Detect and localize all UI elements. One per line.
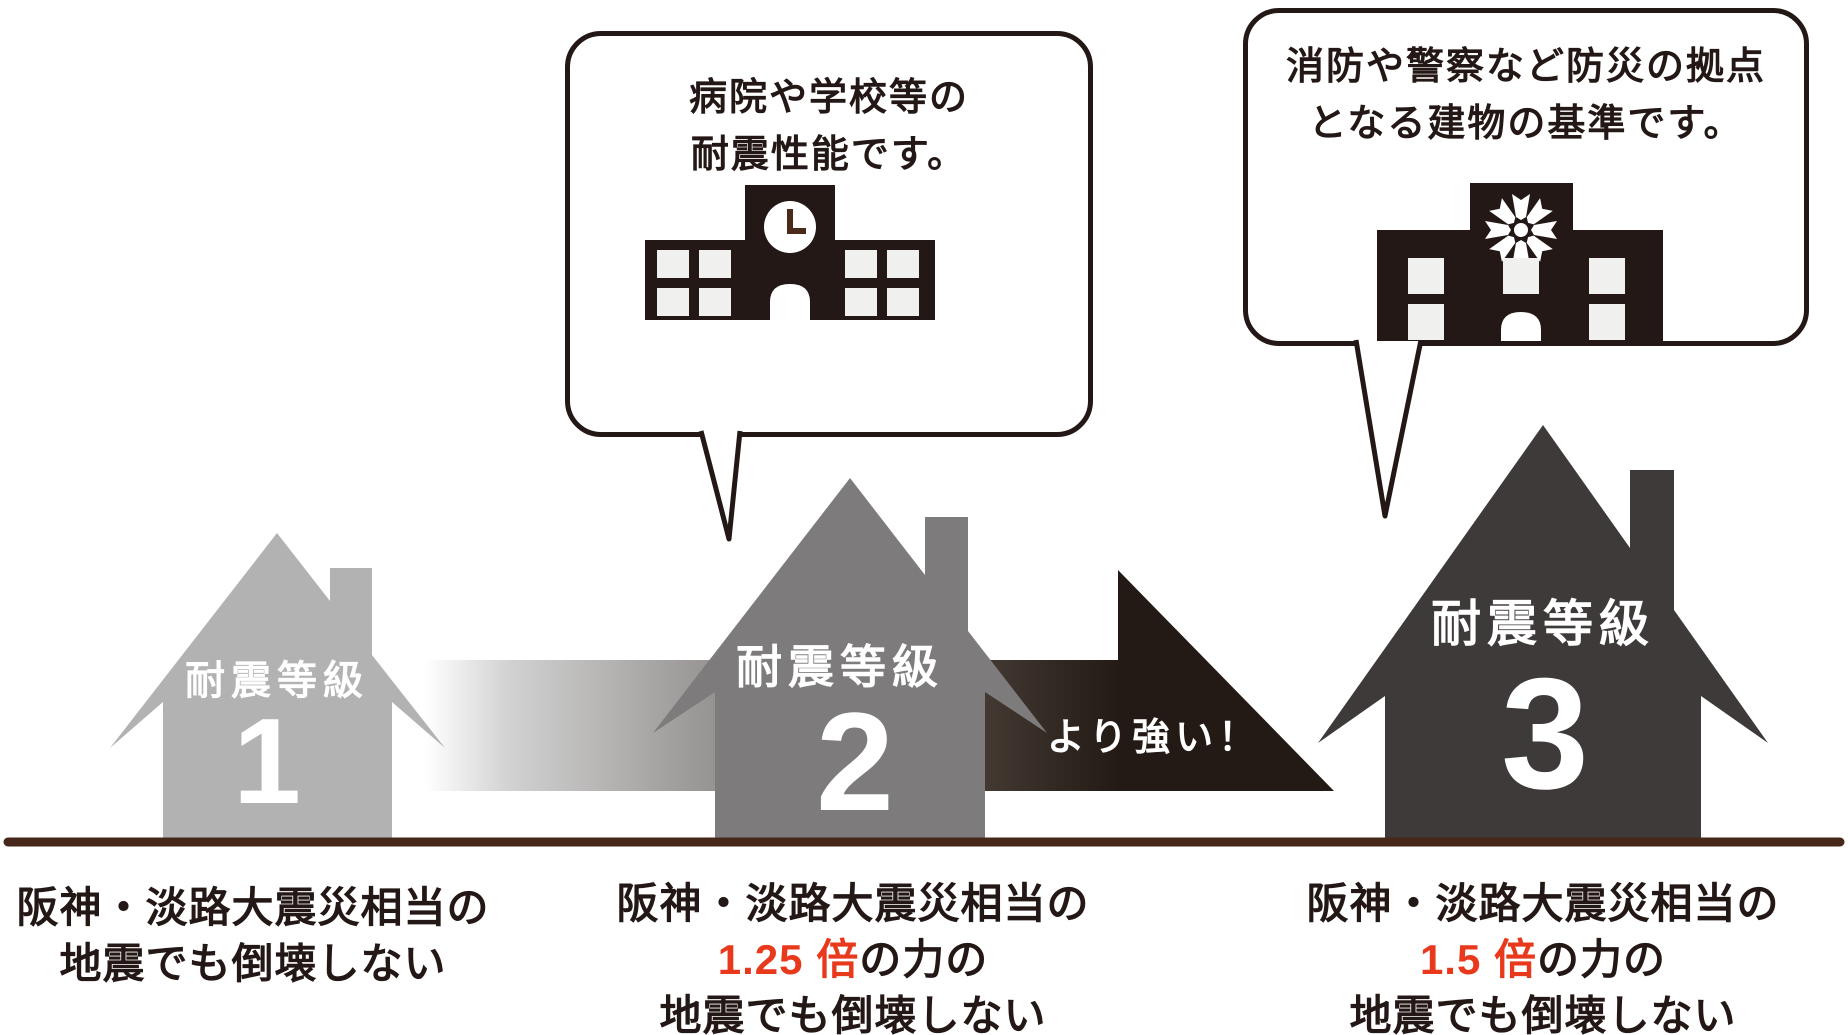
caption-black-text: の力の	[859, 936, 989, 983]
caption-red-text: 1.5 倍	[1419, 936, 1538, 983]
caption-line: 地震でも倒壊しない	[1349, 992, 1737, 1035]
caption-line: 地震でも倒壊しない	[659, 992, 1047, 1035]
caption-black-text: の力の	[1537, 936, 1667, 983]
stronger-label: より強い！	[1046, 717, 1262, 759]
grade-2-caption: 阪神・淡路大震災相当の 1.25 倍の力の 地震でも倒壊しない	[573, 876, 1133, 1035]
bubble-fire-line1: 消防や警察など防災の拠点	[1285, 46, 1766, 88]
grade-2-label: 耐震等級	[736, 641, 944, 693]
caption-line: 1.5 倍の力の	[1263, 932, 1823, 988]
caption-line: 地震でも倒壊しない	[0, 936, 533, 992]
bubble-fire-text: 消防や警察など防災の拠点 となる建物の基準です。	[1248, 39, 1804, 153]
house-grade-1-shape	[110, 533, 445, 838]
caption-line: 1.25 倍の力の	[573, 932, 1133, 988]
grade-3-number: 3	[1501, 646, 1589, 822]
speech-bubble-school: 病院や学校等の 耐震性能です。	[565, 31, 1093, 437]
strength-arrow-head	[1118, 570, 1334, 791]
grade-3-label: 耐震等級	[1431, 596, 1655, 652]
bubble-school-line2: 耐震性能です。	[690, 134, 968, 176]
caption-black-text: 地震でも倒壊しない	[59, 940, 447, 987]
bubble-fire-line2: となる建物の基準です。	[1308, 103, 1744, 145]
grade-1-label: 耐震等級	[185, 659, 369, 703]
grade-1-caption: 阪神・淡路大震災相当の 地震でも倒壊しない	[0, 880, 533, 992]
caption-line: 阪神・淡路大震災相当の	[1306, 880, 1780, 927]
grade-3-caption: 阪神・淡路大震災相当の 1.5 倍の力の 地震でも倒壊しない	[1263, 876, 1823, 1035]
caption-red-text: 1.25 倍	[717, 936, 860, 983]
grade-2-number: 2	[816, 683, 894, 840]
caption-line: 阪神・淡路大震災相当の	[16, 884, 490, 931]
bubble-school-line1: 病院や学校等の	[688, 77, 969, 119]
speech-bubble-fire-station: 消防や警察など防災の拠点 となる建物の基準です。	[1243, 8, 1809, 346]
grade-1-number: 1	[233, 693, 301, 829]
bubble-school-text: 病院や学校等の 耐震性能です。	[570, 70, 1088, 184]
caption-line: 阪神・淡路大震災相当の	[616, 880, 1090, 927]
house-grade-2-shape	[653, 478, 1047, 838]
house-grade-3-shape	[1318, 425, 1768, 838]
